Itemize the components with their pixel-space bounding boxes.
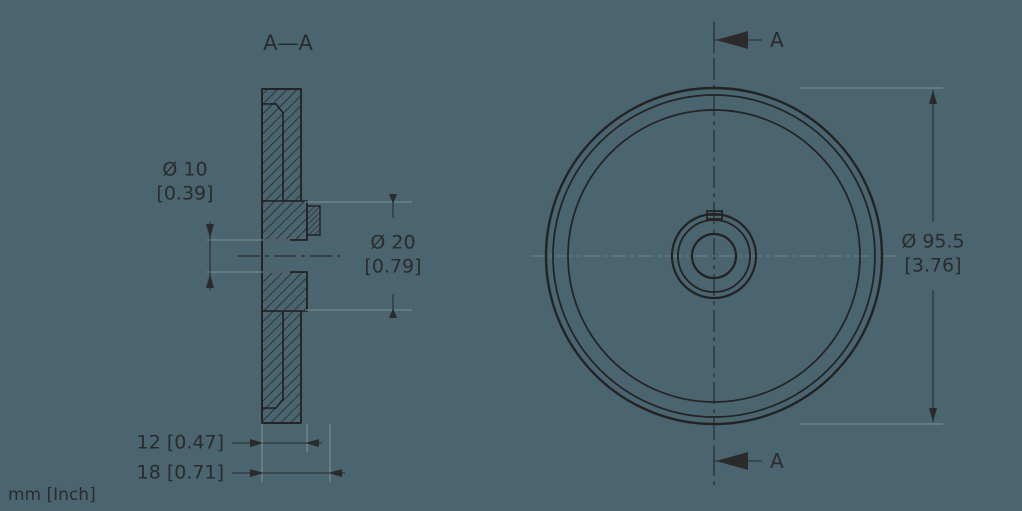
web-section-lower xyxy=(261,310,284,409)
outer-rim-circle xyxy=(544,86,884,426)
section-mark-bottom: A xyxy=(713,447,784,473)
hub-arrow-upper xyxy=(389,194,397,204)
hubwidth-arrow-left xyxy=(250,439,264,447)
hub-boss-circle xyxy=(670,212,758,300)
bore-dim-label-mm: Ø 10 xyxy=(162,159,207,181)
outerdia-arrow-bottom xyxy=(929,408,937,422)
hub-section-lower xyxy=(261,271,308,312)
section-view-title: A—A xyxy=(263,31,313,55)
hubwidth-arrow-right xyxy=(305,439,319,447)
overall-arrow-right xyxy=(328,469,342,477)
keyway-boss-upper xyxy=(306,205,321,236)
hub-fillet-circle xyxy=(677,219,751,293)
web-section-upper xyxy=(261,103,284,202)
section-view-a-a: A—A xyxy=(137,31,422,484)
hub-arrow-lower xyxy=(389,308,397,318)
hubwidth-dim-label: 12 [0.47] xyxy=(137,432,224,454)
section-mark-bottom-letter: A xyxy=(770,449,784,473)
dimension-bore-diameter: Ø 10 [0.39] xyxy=(156,159,290,290)
section-mark-top-letter: A xyxy=(770,28,784,52)
outerdia-label-mm: Ø 95.5 xyxy=(901,231,964,253)
hub-dim-label-inch: [0.79] xyxy=(364,256,421,278)
outerdia-label-inch: [3.76] xyxy=(904,255,961,277)
section-mark-top: A xyxy=(713,28,784,52)
front-view: A A Ø 95.5 [3.76] xyxy=(530,22,965,490)
bore-arrow-lower xyxy=(206,274,214,288)
section-mark-bottom-arrow xyxy=(716,452,748,470)
rim-inner-circle xyxy=(552,94,876,418)
overall-dim-label: 18 [0.71] xyxy=(137,462,224,484)
hub-section-upper xyxy=(261,200,308,241)
dimension-overall-width: 18 [0.71] xyxy=(137,424,345,484)
bore-arrow-upper xyxy=(206,224,214,238)
bore-circle xyxy=(690,232,738,280)
overall-arrow-left xyxy=(250,469,264,477)
dimension-outer-diameter: Ø 95.5 [3.76] xyxy=(800,87,965,425)
outerdia-arrow-top xyxy=(929,90,937,104)
hub-dim-label-mm: Ø 20 xyxy=(370,232,415,254)
bore-dim-label-inch: [0.39] xyxy=(156,183,213,205)
section-mark-top-arrow xyxy=(716,31,748,49)
web-circle xyxy=(567,109,861,403)
dimension-hub-diameter: Ø 20 [0.79] xyxy=(305,194,422,318)
units-note: mm [Inch] xyxy=(8,485,96,505)
